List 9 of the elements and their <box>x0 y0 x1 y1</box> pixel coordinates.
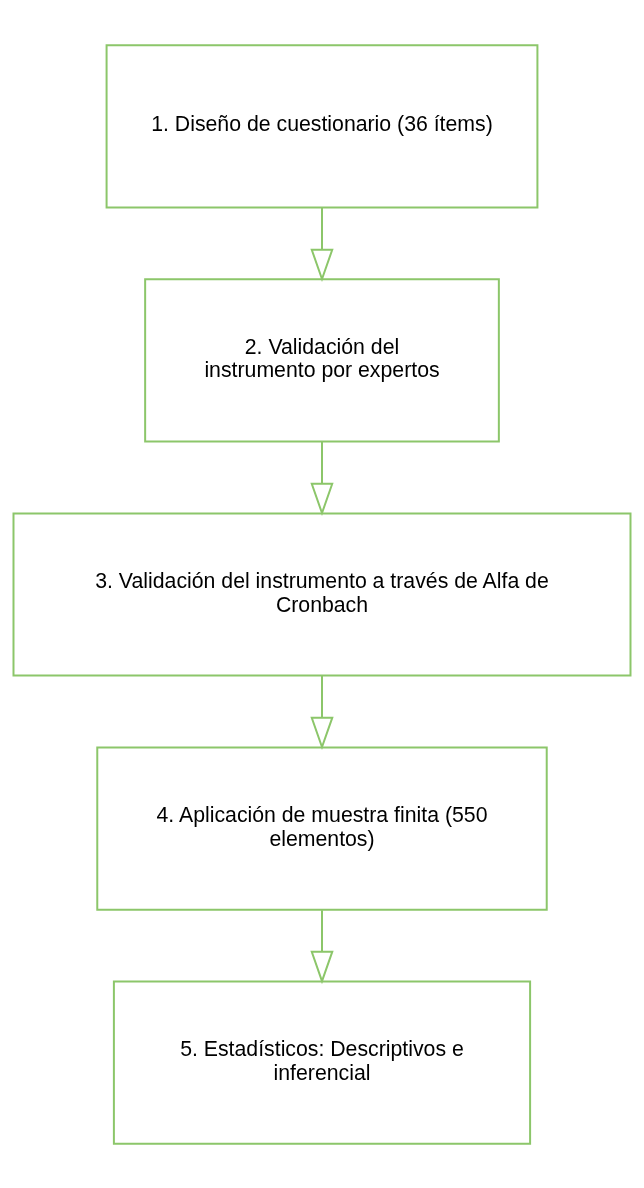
arrow <box>310 206 334 282</box>
node-box: 4. Aplicación de muestra finita (550 elementos) <box>96 745 548 911</box>
arrow <box>310 908 334 984</box>
node-box: 3. Validación del instrumento a través de Alfa de Cronbach <box>12 511 632 677</box>
node-box: 2. Validación del instrumento por expertos <box>144 277 500 443</box>
arrow <box>310 440 334 516</box>
arrow <box>310 674 334 750</box>
node-box: 5. Estadísticos: Descriptivos e inferencial <box>112 979 532 1145</box>
node-box: 1. Diseño de cuestionario (36 ítems) <box>105 43 539 209</box>
